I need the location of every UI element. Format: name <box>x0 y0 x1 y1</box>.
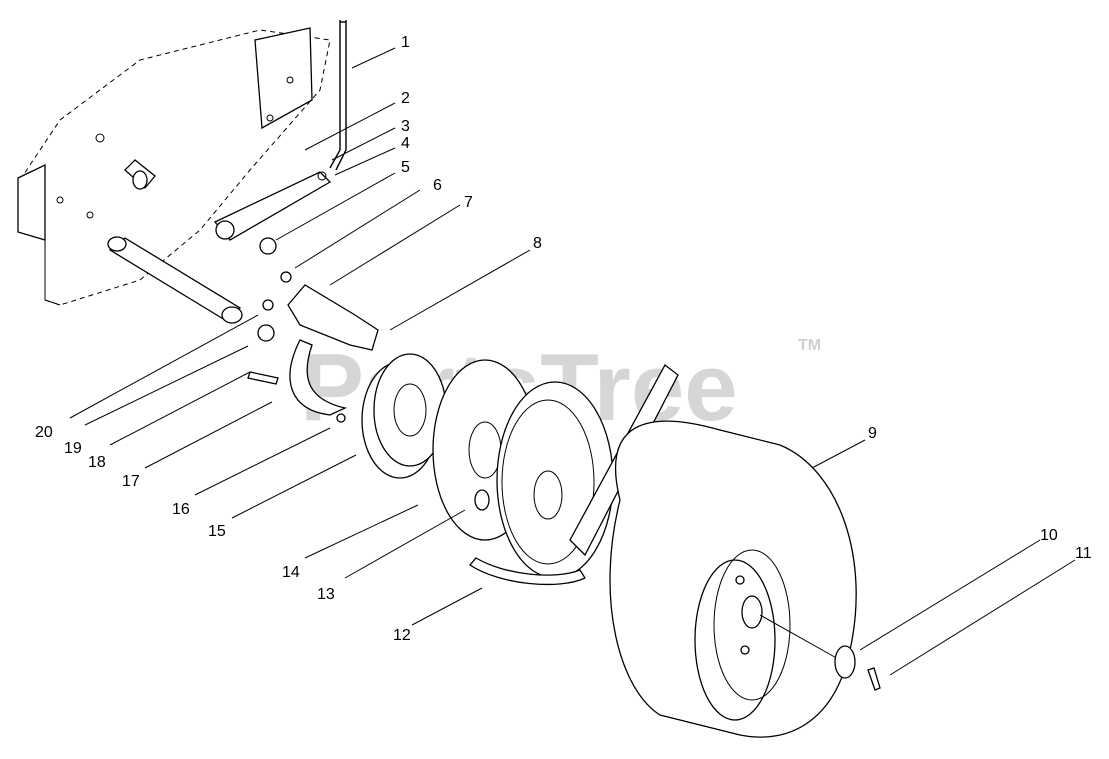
callout-9: 9 <box>868 425 877 442</box>
washer <box>834 645 856 679</box>
callout-1: 1 <box>401 34 410 51</box>
watermark-tm: TM <box>798 337 821 354</box>
callout-15: 15 <box>208 523 226 540</box>
brake-band <box>289 339 347 423</box>
callout-19: 19 <box>64 440 82 457</box>
brake-lever <box>213 171 332 255</box>
callout-13: 13 <box>317 586 335 603</box>
callout-7: 7 <box>464 194 473 211</box>
callout-11: 11 <box>1075 545 1092 562</box>
frame-plate <box>17 27 331 306</box>
axle-centerline <box>759 614 841 661</box>
callout-17: 17 <box>122 473 140 490</box>
callout-4: 4 <box>401 135 410 152</box>
leader-lines <box>69 47 1076 676</box>
control-rod <box>329 20 347 171</box>
callout-16: 16 <box>172 501 190 518</box>
callout-5: 5 <box>401 159 410 176</box>
callout-8: 8 <box>533 235 542 252</box>
bushing <box>124 159 156 190</box>
retaining-clip <box>867 667 881 691</box>
spacer <box>474 489 490 511</box>
callout-labels: 1 2 3 4 5 6 7 8 9 10 11 12 13 14 15 16 1… <box>35 34 1092 644</box>
callout-6: 6 <box>433 177 442 194</box>
callout-20: 20 <box>35 424 53 441</box>
callout-18: 18 <box>88 454 106 471</box>
callout-10: 10 <box>1040 527 1058 544</box>
axle-tube <box>107 236 243 324</box>
callout-2: 2 <box>401 90 410 107</box>
callout-3: 3 <box>401 118 410 135</box>
callout-14: 14 <box>282 564 300 581</box>
brake-bracket <box>247 271 379 385</box>
callout-12: 12 <box>393 627 411 644</box>
brake-drum <box>361 353 447 479</box>
wheel-assembly <box>609 420 857 738</box>
